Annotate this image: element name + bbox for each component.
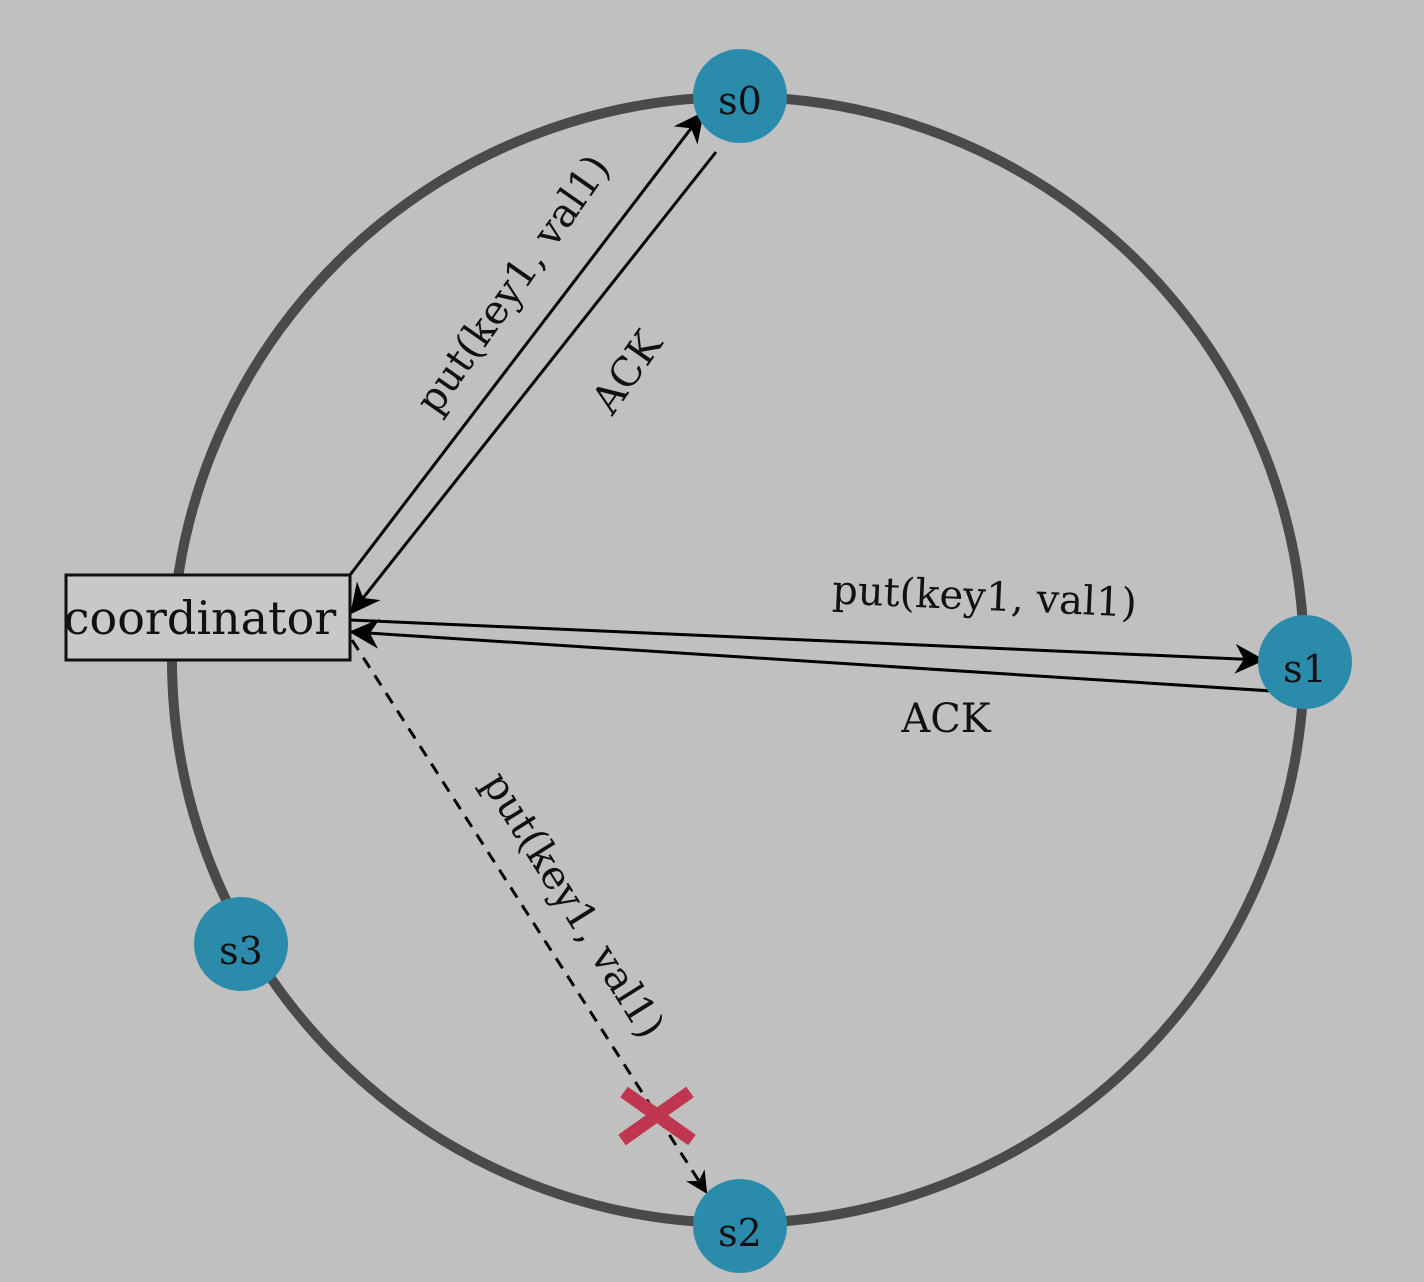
edge-put-s2 <box>350 639 708 1194</box>
label-ack-s1: ACK <box>900 696 991 742</box>
label-put-s0: put(key1, val1) <box>407 147 619 423</box>
node-s1-label: s1 <box>1283 647 1327 691</box>
node-s2-label: s2 <box>718 1211 762 1255</box>
edge-put-s0 <box>348 111 704 576</box>
node-s0-label: s0 <box>718 79 762 123</box>
edge-ack-s0 <box>350 151 718 615</box>
coordinator-label: coordinator <box>64 591 337 645</box>
x-cross-icon <box>618 1086 696 1146</box>
node-s3: s3 <box>194 897 288 991</box>
label-put-s1: put(key1, val1) <box>831 567 1137 626</box>
node-s1: s1 <box>1258 615 1352 709</box>
label-put-s2: put(key1, val1) <box>473 764 673 1047</box>
node-s0: s0 <box>693 49 787 143</box>
node-s3-label: s3 <box>219 929 263 973</box>
edge-ack-s1 <box>349 618 1273 693</box>
coordinator-box: coordinator <box>64 573 352 662</box>
edge-put-s1 <box>349 618 1265 674</box>
label-ack-s0: ACK <box>582 322 672 423</box>
node-s2: s2 <box>693 1179 787 1273</box>
